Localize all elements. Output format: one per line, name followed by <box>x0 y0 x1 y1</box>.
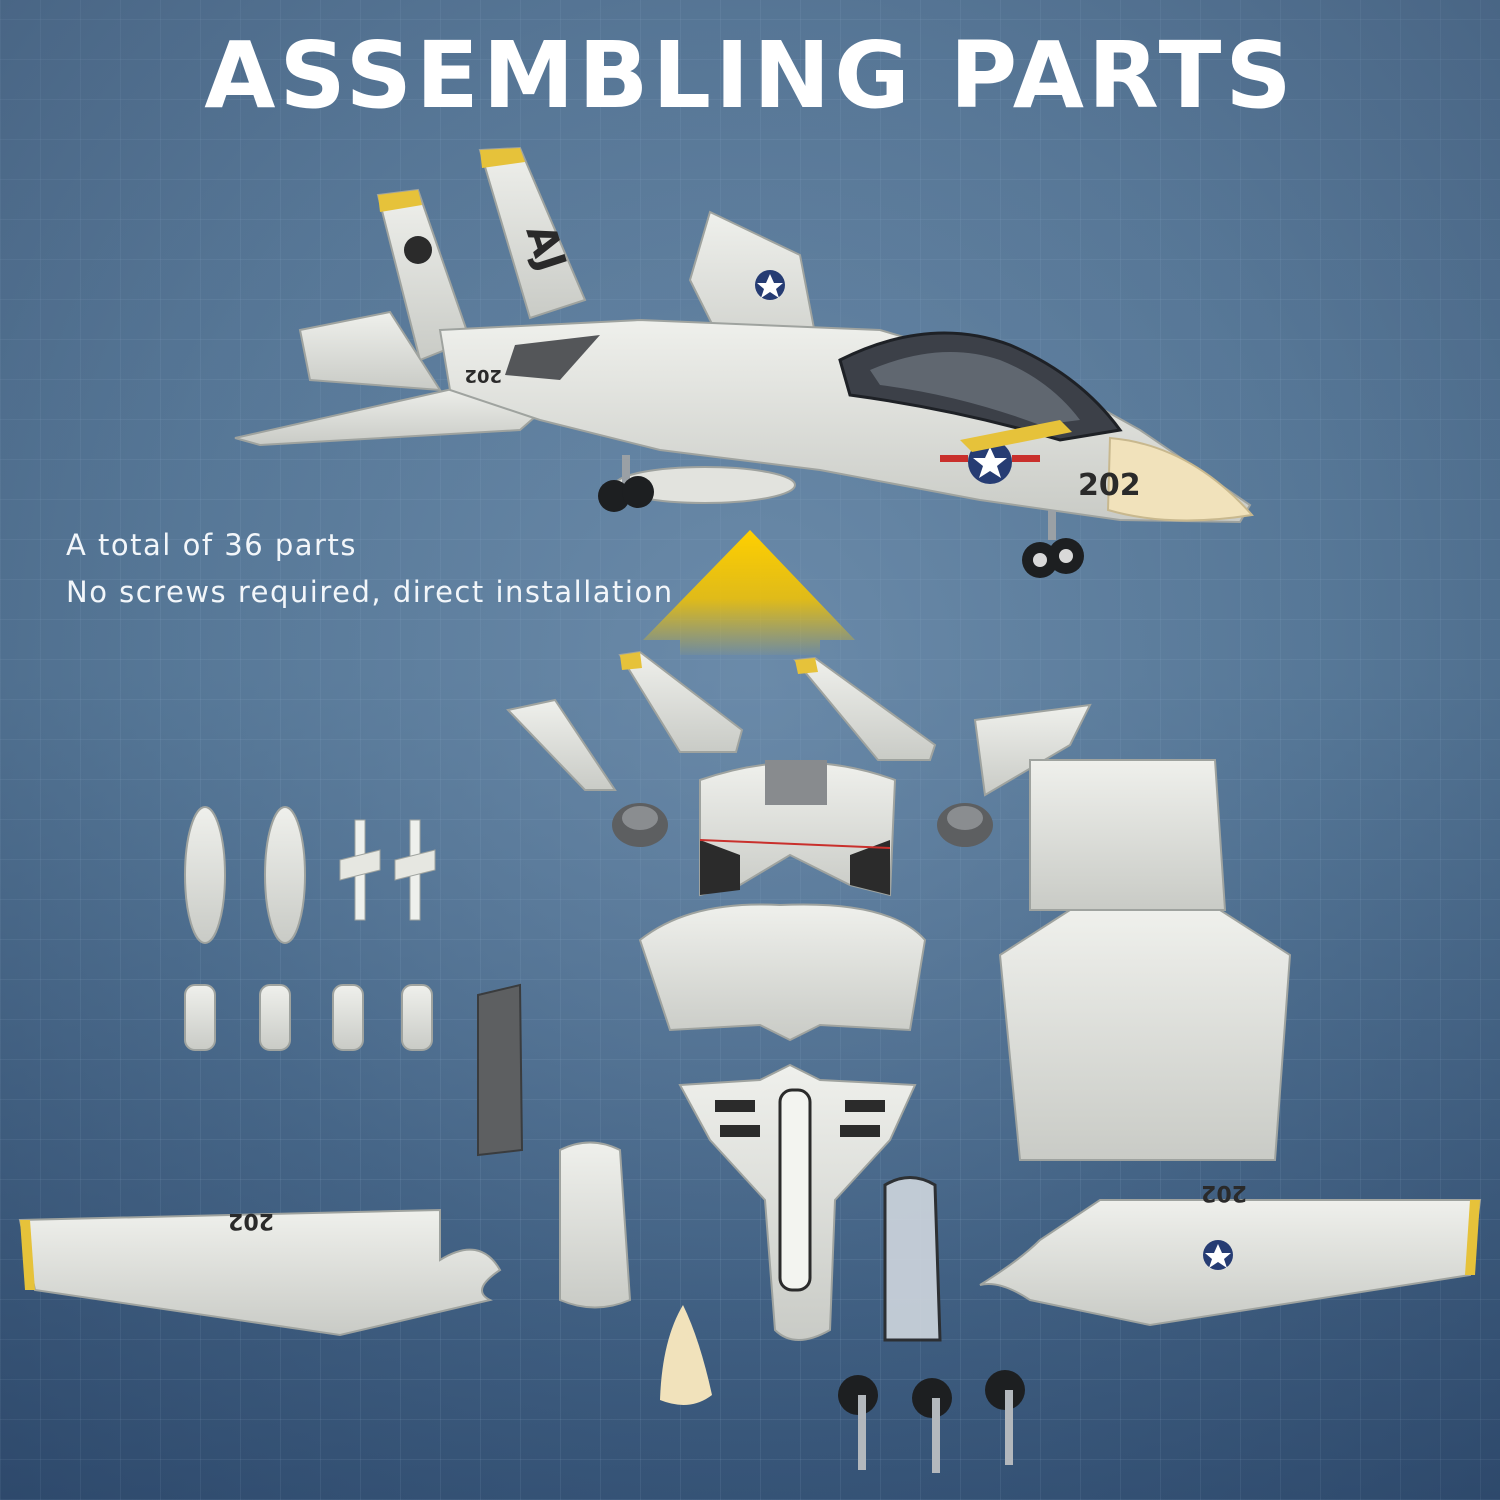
assembly-arrow-icon <box>643 530 855 655</box>
part-missile-1 <box>339 819 381 921</box>
wing-side-number: 202 <box>464 365 502 386</box>
part-left-wing <box>18 1208 502 1337</box>
part-pylon-3 <box>332 984 364 1051</box>
part-cockpit-frame <box>477 983 524 1157</box>
part-radome <box>660 1305 712 1405</box>
part-canopy <box>883 1176 942 1342</box>
skull-emblem-icon <box>404 236 432 264</box>
installation-caption: No screws required, direct installation <box>66 575 674 609</box>
part-lower-hull <box>998 909 1292 1161</box>
right-fin-tip <box>480 148 525 168</box>
page-title: ASSEMBLING PARTS <box>204 22 1296 129</box>
right-wing-number: 202 <box>1201 1180 1247 1205</box>
part-pylon-2 <box>259 984 291 1051</box>
part-fuel-tank-2 <box>264 806 306 944</box>
parts-layout: 202 202 <box>18 650 1482 1473</box>
part-missile-2 <box>394 819 436 921</box>
part-fuel-tank-1 <box>184 806 226 944</box>
part-landing-gear-1 <box>838 1375 878 1470</box>
part-engine-hull <box>1029 759 1227 911</box>
part-pylon-1 <box>184 984 216 1051</box>
radome <box>1106 436 1254 522</box>
part-tail-fin-right <box>793 656 937 761</box>
main-wheel-icon <box>598 480 630 512</box>
part-landing-gear-3 <box>985 1370 1025 1465</box>
nose-side-number: 202 <box>1078 468 1141 503</box>
left-fin-tip <box>378 190 422 212</box>
assembled-jet: AJ 202 202 <box>234 146 1254 578</box>
part-landing-gear-2 <box>912 1378 952 1473</box>
rear-stabilizer <box>298 310 442 392</box>
parts-count-caption: A total of 36 parts <box>66 528 357 562</box>
part-pylon-4 <box>401 984 433 1051</box>
part-stabilizer-right <box>973 703 1092 797</box>
left-wing-number: 202 <box>228 1208 274 1233</box>
part-center-body <box>638 903 927 1042</box>
part-stabilizer-left <box>506 698 617 791</box>
part-engine-nacelle <box>559 1141 632 1309</box>
part-upper-fuselage <box>699 761 897 897</box>
